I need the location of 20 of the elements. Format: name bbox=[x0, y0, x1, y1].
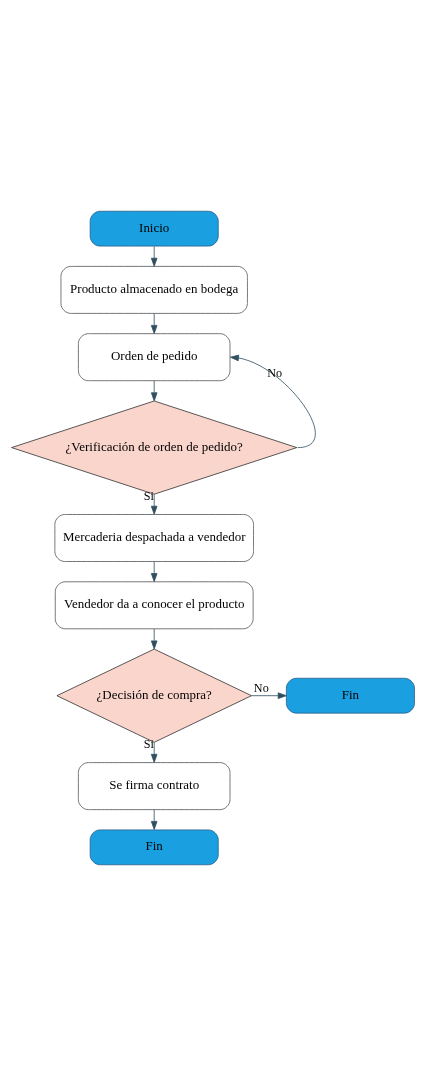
node-box: Producto almacenado en bodega bbox=[60, 265, 248, 314]
node-box: Inicio bbox=[89, 210, 219, 247]
arrow bbox=[150, 246, 158, 267]
edge-label: No bbox=[267, 366, 283, 381]
node-box: Se firma contrato bbox=[78, 762, 231, 811]
arrow bbox=[150, 809, 158, 830]
arrow bbox=[251, 692, 287, 699]
node-box: Fin bbox=[285, 677, 415, 714]
arrow bbox=[150, 742, 158, 763]
arrow bbox=[150, 561, 158, 583]
node-box: Vendedor da a conocer el producto bbox=[54, 581, 254, 630]
arrow bbox=[150, 313, 158, 334]
arrow bbox=[150, 628, 158, 650]
arrow bbox=[150, 380, 158, 402]
node-box: Orden de pedido bbox=[78, 333, 231, 382]
edge-label: No bbox=[253, 680, 269, 695]
node-box: Mercaderia despachada a vendedor bbox=[54, 514, 254, 562]
node-box: Fin bbox=[89, 829, 219, 866]
arrow bbox=[230, 354, 316, 448]
arrow bbox=[150, 493, 158, 515]
